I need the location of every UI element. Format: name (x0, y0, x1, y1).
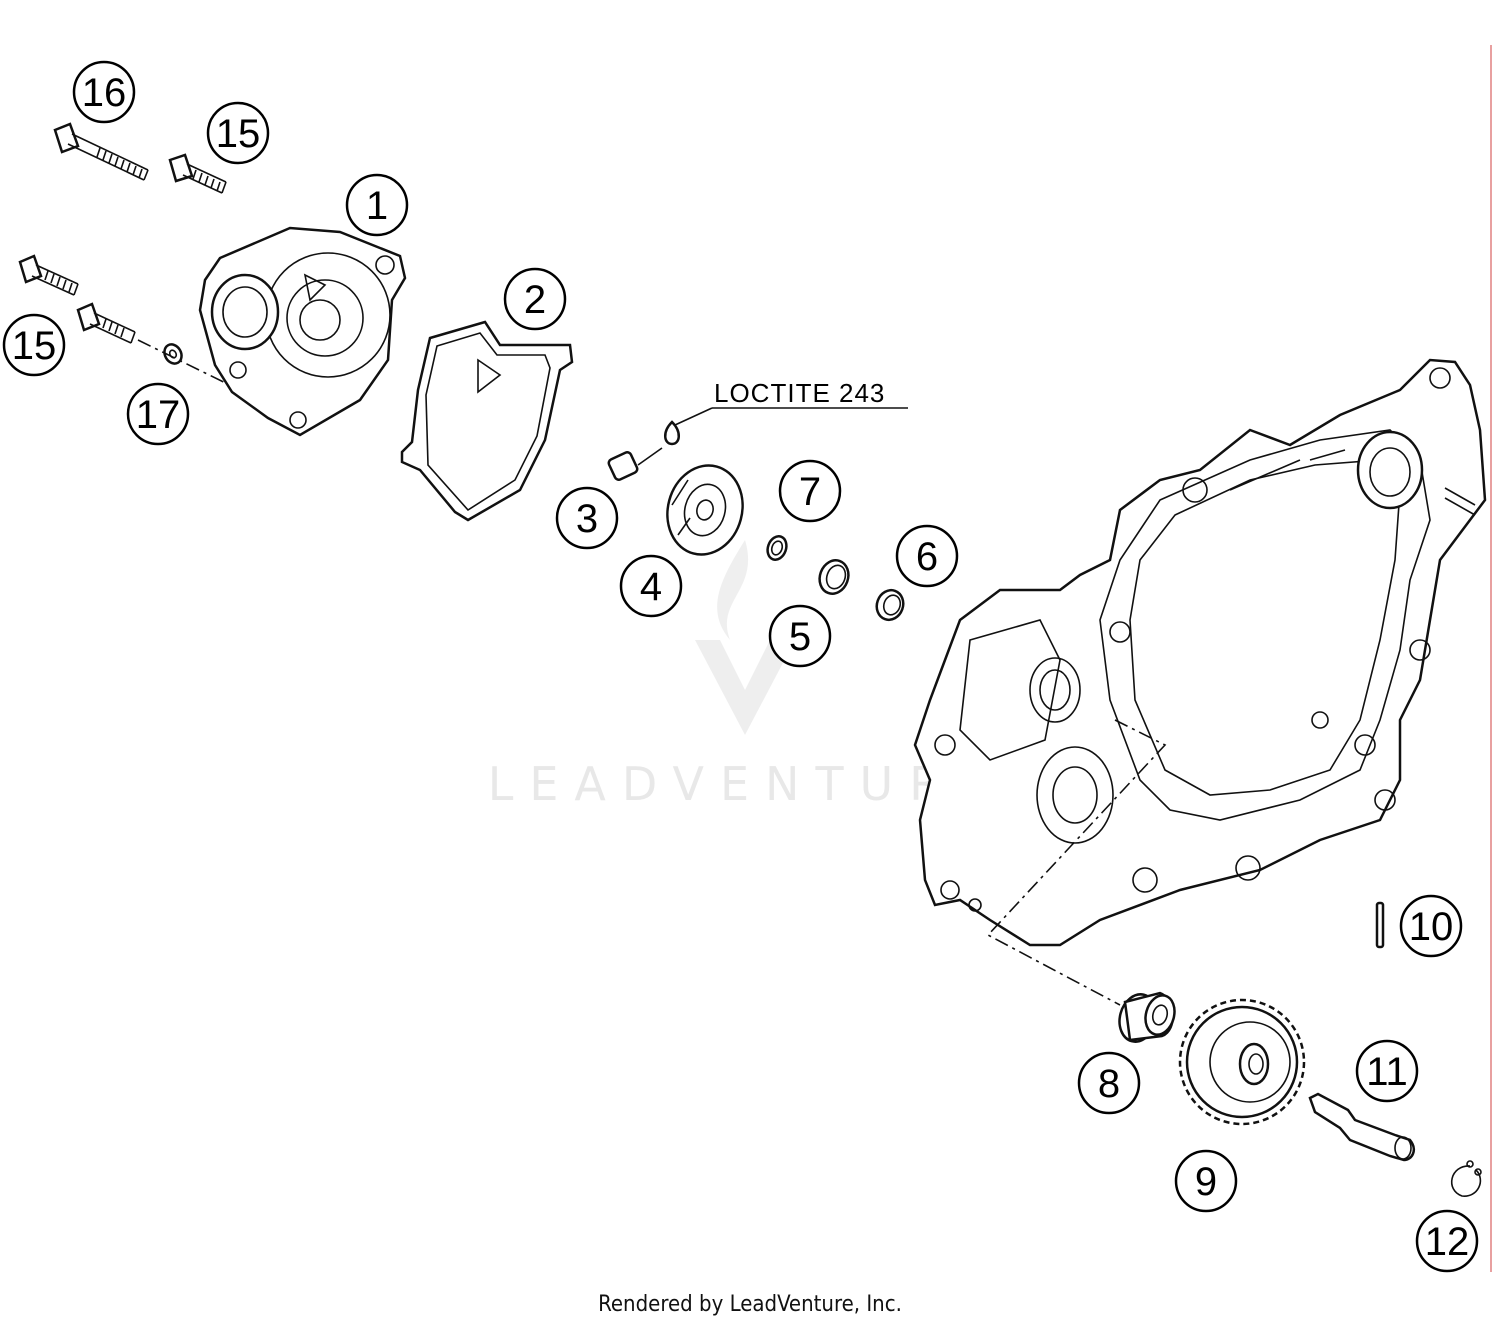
svg-text:3: 3 (576, 497, 598, 541)
callout-15-left[interactable]: 15 (2, 313, 66, 377)
footer-credit: Rendered by LeadVenture, Inc. (598, 1292, 902, 1317)
loctite-note: LOCTITE 243 (664, 378, 908, 446)
impeller-4[interactable] (658, 457, 753, 563)
seal-5[interactable] (815, 556, 853, 598)
svg-text:15: 15 (12, 324, 57, 368)
bolt-15-left-upper[interactable] (18, 254, 79, 296)
svg-text:7: 7 (799, 470, 821, 514)
svg-text:8: 8 (1098, 1062, 1120, 1106)
svg-text:4: 4 (640, 565, 662, 609)
bolt-15-left-lower[interactable] (76, 302, 136, 344)
shaft-11[interactable] (1308, 1092, 1415, 1162)
svg-text:6: 6 (916, 535, 938, 579)
watermark-logo: LEADVENTURE (488, 540, 1003, 811)
bolt-16[interactable] (53, 122, 149, 181)
callout-10[interactable]: 10 (1399, 894, 1463, 958)
callout-5[interactable]: 5 (768, 604, 832, 668)
nut-3[interactable] (607, 447, 663, 481)
callout-8[interactable]: 8 (1077, 1051, 1141, 1115)
gasket-2[interactable] (400, 320, 574, 522)
crankcase-cover[interactable] (913, 358, 1487, 947)
callout-15-top[interactable]: 15 (206, 101, 270, 165)
bearing-8[interactable] (1114, 990, 1178, 1046)
callout-11[interactable]: 11 (1355, 1039, 1419, 1103)
gear-9[interactable] (1178, 998, 1306, 1126)
callout-17[interactable]: 17 (126, 382, 190, 446)
svg-text:17: 17 (136, 393, 181, 437)
washer-17[interactable] (161, 341, 185, 366)
svg-text:16: 16 (82, 71, 127, 115)
svg-text:2: 2 (524, 278, 546, 322)
svg-text:1: 1 (366, 184, 388, 228)
loctite-label: LOCTITE 243 (714, 378, 885, 408)
dowel-pin-10[interactable] (1375, 901, 1385, 949)
bolt-15-top[interactable] (168, 153, 227, 194)
callout-2[interactable]: 2 (503, 267, 567, 331)
svg-text:11: 11 (1366, 1050, 1408, 1094)
callout-9[interactable]: 9 (1174, 1149, 1238, 1213)
callout-12[interactable]: 12 (1415, 1209, 1479, 1273)
circlip-12[interactable] (1450, 1160, 1482, 1197)
svg-text:5: 5 (789, 615, 811, 659)
callout-6[interactable]: 6 (895, 524, 959, 588)
seal-6[interactable] (873, 586, 908, 623)
callout-7[interactable]: 7 (778, 459, 842, 523)
o-ring-7[interactable] (764, 534, 789, 563)
callout-3[interactable]: 3 (555, 486, 619, 550)
pump-cover-1[interactable] (198, 226, 407, 437)
svg-text:10: 10 (1409, 905, 1454, 949)
callout-16[interactable]: 16 (72, 60, 136, 124)
callout-1[interactable]: 1 (345, 173, 409, 237)
watermark-text: LEADVENTURE (488, 757, 1003, 811)
callout-4[interactable]: 4 (619, 554, 683, 618)
svg-text:15: 15 (216, 112, 261, 156)
svg-text:12: 12 (1425, 1220, 1470, 1264)
svg-text:9: 9 (1195, 1160, 1217, 1204)
